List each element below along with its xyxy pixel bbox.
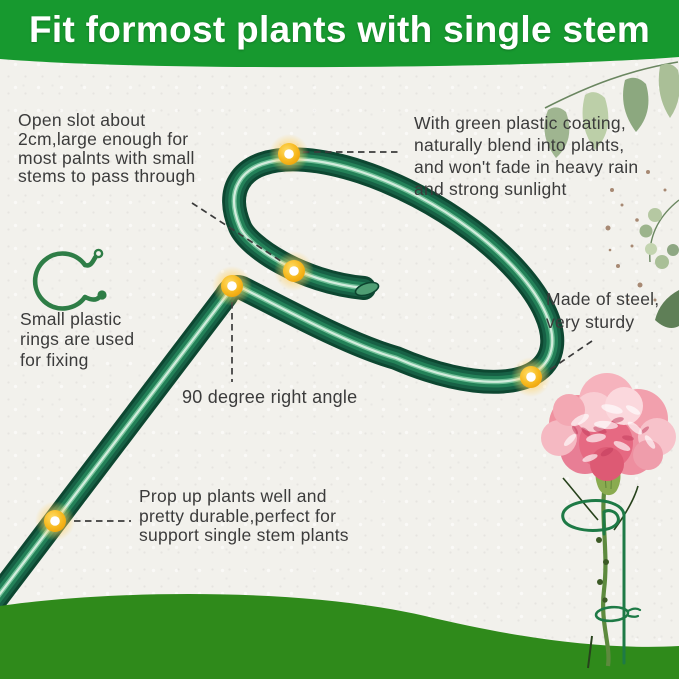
highlight-marker-angle — [212, 266, 252, 306]
plastic-ring-icon — [32, 248, 107, 311]
highlight-marker-prop — [35, 501, 75, 541]
highlight-marker-coating — [269, 134, 309, 174]
highlight-markers — [35, 134, 551, 541]
highlight-marker-steel — [511, 357, 551, 397]
banner-title: Fit formost plants with single stem — [28, 9, 651, 50]
callout-right-angle: 90 degree right angle — [182, 387, 358, 407]
flower-stem — [601, 477, 611, 667]
callout-plastic-rings: Small plastic rings are used for fixing — [20, 309, 135, 370]
leader-line-steel — [547, 340, 593, 372]
carnation-flower-photo — [541, 373, 676, 669]
ground-wave — [0, 594, 679, 679]
leader-line-open-slot — [191, 202, 285, 264]
callout-made-of-steel: Made of steel, very sturdy — [546, 289, 660, 332]
callout-open-slot: Open slot about 2cm,large enough for mos… — [18, 110, 196, 187]
eucalyptus-leaves-icon — [544, 61, 679, 328]
stem-leaf-nubs — [596, 537, 609, 603]
plant-support-stake-photo — [561, 499, 642, 665]
carnation-petals — [541, 373, 676, 481]
banner-background — [0, 0, 679, 68]
leader-lines — [74, 151, 593, 522]
highlight-marker-open-slot — [274, 251, 314, 291]
plant-stake-illustration — [0, 147, 565, 614]
callout-green-coating: With green plastic coating, naturally bl… — [414, 113, 639, 199]
callout-prop-up-plants: Prop up plants well and pretty durable,p… — [139, 486, 349, 546]
speckle-dots-decor — [605, 170, 667, 302]
